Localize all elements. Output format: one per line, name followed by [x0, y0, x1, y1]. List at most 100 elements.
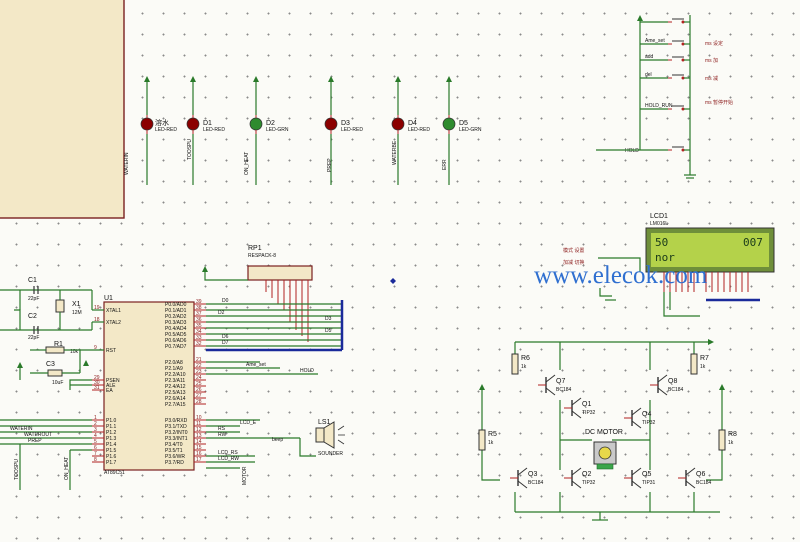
crystal-x1[interactable]: X1 12M [55, 290, 82, 330]
reset-resistor-r1[interactable]: R1 10k [30, 341, 104, 355]
mcu-pin-label: P0.1/AD1 [165, 308, 187, 314]
switch-add[interactable]: add ms 加 [640, 54, 718, 64]
lcd-display[interactable]: LCD1 LM016L 50 007 nor 模式 设置 加减 切换 [563, 213, 775, 301]
mcu-pin-number: 25 [196, 381, 202, 387]
transistor-collector [631, 467, 642, 476]
mcu-pin-label: P2.4/A12 [165, 384, 186, 390]
capacitor-c1[interactable]: C1 22pF [28, 277, 39, 302]
mcu-pin-label: P3.3/INT1 [165, 436, 188, 442]
mcu-pin-number: 37 [196, 311, 202, 317]
c3-ref: C3 [46, 361, 55, 368]
mcu-pin-number: 23 [196, 369, 202, 375]
dc-motor[interactable]: DC MOTOR [585, 429, 623, 470]
mcu-pin-number: 12 [196, 427, 202, 433]
resistor-body [478, 429, 486, 451]
mcu-pin-label: P3.6/WR [165, 454, 185, 460]
mcu-pin-label: P2.1/A9 [165, 366, 183, 372]
transistor-collector [517, 467, 528, 476]
mcu-pin-label: P3.2/INT0 [165, 430, 188, 436]
led-3[interactable]: D3 LED-RED PREP [324, 76, 363, 185]
p1-wires: WATERIN WATEROUT PREP TOOSPU ON_HEAT [0, 379, 92, 490]
resistor-ref: R5 [488, 431, 497, 438]
mcu-pin-label: P1.6 [106, 454, 117, 460]
mcu-u1[interactable]: U1 AT89C51 [103, 295, 195, 476]
switch-del[interactable]: del ms 减 [640, 72, 718, 82]
led-net: WATERBE [392, 140, 398, 165]
mcu-pin-number: 13 [196, 433, 202, 439]
mcu-pin-number: 17 [196, 457, 202, 463]
c1-ref: C1 [28, 277, 37, 284]
led-ref: D4 [408, 120, 417, 127]
mcu-pin-label: RST [106, 348, 116, 354]
capacitor-c2[interactable]: C2 22pF [28, 313, 39, 341]
led-0[interactable]: 溶水 LED-RED [140, 76, 177, 185]
p1-net-2: WATEROUT [24, 432, 52, 438]
p3-net-motor: MOTOR [242, 466, 248, 485]
led-ref: D2 [266, 120, 275, 127]
r1-value: 10k [70, 349, 79, 355]
led-net: ON_HEAT [244, 152, 250, 175]
transistor-ref: Q7 [556, 378, 565, 385]
c3-value: 10uF [52, 380, 63, 386]
buzzer-ls1[interactable]: LS1 SOUNDER [315, 419, 345, 457]
transistor-emitter [571, 480, 582, 489]
resistor-ref: R8 [728, 431, 737, 438]
switch-0[interactable] [637, 15, 690, 150]
p3-net-rw: RW [218, 432, 227, 438]
mcu-pin-number: 19 [94, 305, 100, 311]
mcu-model: AT89C51 [104, 470, 125, 476]
led-1[interactable]: D1 LED-RED TOOSPU [186, 76, 225, 185]
led-2[interactable]: D2 LED-GRN ON_HEAT [244, 76, 289, 185]
mcu-pin-number: 22 [196, 363, 202, 369]
lcd-ref: LCD1 [650, 213, 668, 220]
led-ref: D3 [341, 120, 350, 127]
mcu-pins: XTAL119XTAL218RST9PSEN29ALE30EA31P1.01P1… [92, 299, 206, 466]
transistor-collector [571, 397, 582, 406]
transistor-emitter [571, 410, 582, 419]
mcu-pin-label: P2.0/A8 [165, 360, 183, 366]
mcu-pin-number: 33 [196, 335, 202, 341]
mcu-pin-number: 2 [94, 421, 97, 427]
switch-net: add [645, 54, 654, 60]
led-5[interactable]: D5 LED-GRN ERR [442, 76, 482, 185]
switch-set[interactable]: Ame_set ms 设定 [640, 38, 723, 47]
switch-label: ms 加 [705, 57, 718, 64]
mcu-pin-label: P0.2/AD2 [165, 314, 187, 320]
p2-net-hold: HOLD [300, 368, 314, 374]
p0-net-d2: D2 [218, 310, 225, 316]
switch-net: HOLD [625, 148, 639, 154]
transistor-ref: Q3 [528, 471, 537, 478]
mcu-ref: U1 [104, 295, 113, 302]
led-4[interactable]: D4 LED-RED WATERBE [391, 76, 430, 185]
mcu-pin-label: P1.1 [106, 424, 117, 430]
switch-run[interactable]: HOLD_RUN ms 暂停开始 [640, 99, 733, 111]
transistor-model: TIP32 [642, 420, 656, 426]
mcu-pin-label: P3.0/RXD [165, 418, 188, 424]
mcu-pin-number: 16 [196, 451, 202, 457]
mcu-pin-number: 31 [94, 385, 100, 391]
p0-net-d5: D5 [325, 328, 332, 334]
led-lamp [249, 117, 263, 131]
led-net: PREP [327, 158, 333, 172]
water-module-block[interactable]: WATERIN [0, 0, 130, 219]
switch-hold[interactable]: HOLD [596, 146, 690, 154]
mcu-pin-label: P1.4 [106, 442, 117, 448]
mcu-pin-number: 7 [94, 451, 97, 457]
capacitor-c3[interactable]: C3 10uF [30, 350, 81, 386]
mcu-pin-number: 3 [94, 427, 97, 433]
led-model: LED-RED [203, 127, 225, 133]
resistor-pack[interactable]: RP1 RESPACK-8 [202, 245, 313, 342]
